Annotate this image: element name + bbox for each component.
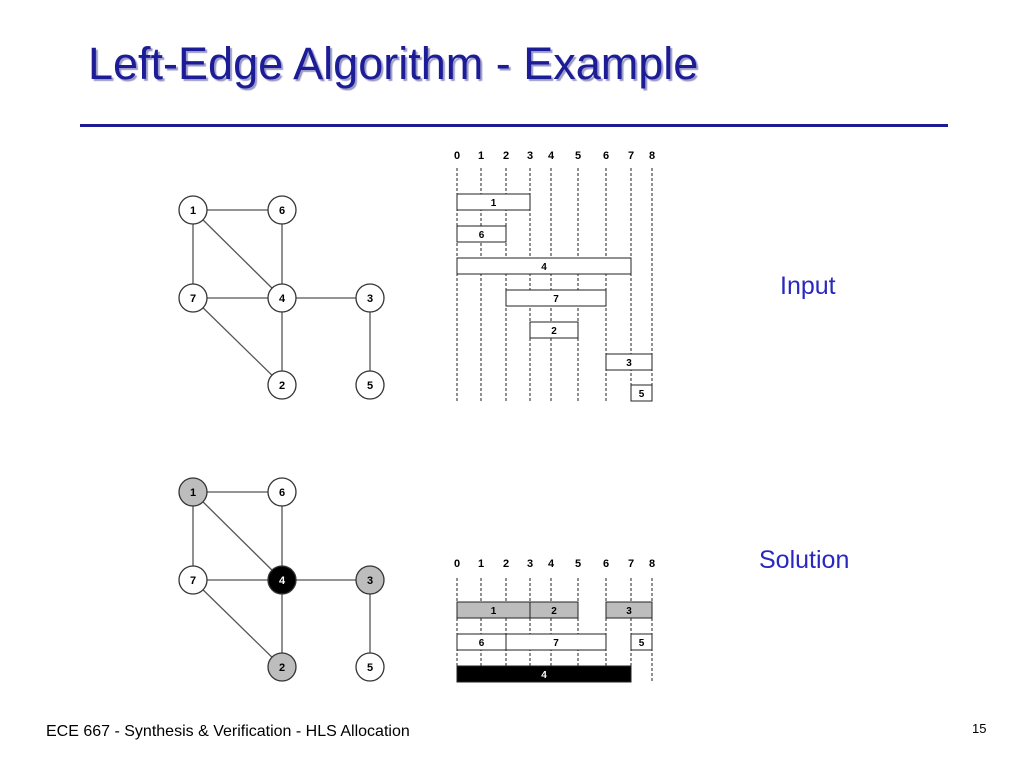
- solution-interval-tick-1: 1: [478, 558, 484, 570]
- solution-interval-bar-label-4: 4: [541, 670, 547, 681]
- solution-graph-node-7: [178, 565, 208, 595]
- input-interval-tick-0: 0: [454, 150, 460, 162]
- input-interval-bar-label-6: 6: [479, 230, 485, 241]
- input-interval-bar-4: [456, 257, 632, 275]
- solution-graph-node-1: [178, 477, 208, 507]
- input-interval-bar-label-3: 3: [626, 358, 632, 369]
- input-interval-bar-label-5: 5: [639, 389, 645, 400]
- input-interval-tick-3: 3: [527, 150, 533, 162]
- input-interval-bar-label-4: 4: [541, 262, 547, 273]
- solution-interval-tick-0: 0: [454, 558, 460, 570]
- solution-interval-bar-label-2: 2: [551, 606, 557, 617]
- input-interval-bar-2: [529, 321, 579, 339]
- solution-interval-bar-7: [505, 633, 607, 651]
- solution-graph-node-6: [267, 477, 297, 507]
- input-graph-node-1: [178, 195, 208, 225]
- solution-interval-bar-label-6: 6: [479, 638, 485, 649]
- input-interval-tick-7: 7: [628, 150, 634, 162]
- input-graph-edge-1-4: [192, 209, 283, 299]
- page-number: 15: [972, 721, 987, 736]
- input-interval-bar-label-2: 2: [551, 326, 557, 337]
- input-graph-node-5: [355, 370, 385, 400]
- input-graph-edge-7-2: [192, 297, 283, 386]
- input-graph-node-7: [178, 283, 208, 313]
- input-interval-tick-5: 5: [575, 150, 581, 162]
- input-graph-node-6: [267, 195, 297, 225]
- input-graph-node-4: [267, 283, 297, 313]
- solution-interval-bar-4: [456, 665, 632, 683]
- solution-interval-tick-5: 5: [575, 558, 581, 570]
- solution-interval-bar-5: [630, 633, 653, 651]
- solution-graph-node-label-2: 2: [279, 662, 285, 674]
- input-interval-bar-3: [605, 353, 653, 371]
- solution-graph-edge-1-4: [192, 491, 283, 581]
- solution-interval-tick-4: 4: [548, 558, 555, 570]
- input-interval-bar-5: [630, 384, 653, 402]
- input-interval-bar-6: [456, 225, 507, 243]
- solution-interval-bar-label-3: 3: [626, 606, 632, 617]
- input-graph-node-label-5: 5: [367, 380, 373, 392]
- input-graph-node-label-7: 7: [190, 293, 196, 305]
- input-interval-bar-label-7: 7: [553, 294, 559, 305]
- input-interval-tick-6: 6: [603, 150, 609, 162]
- input-graph-node-2: [267, 370, 297, 400]
- footer-text: ECE 667 - Synthesis & Verification - HLS…: [46, 723, 410, 740]
- input-graph-node-label-2: 2: [279, 380, 285, 392]
- solution-interval-tick-3: 3: [527, 558, 533, 570]
- solution-graph-node-label-1: 1: [190, 487, 196, 499]
- input-interval-tick-4: 4: [548, 150, 555, 162]
- solution-graph-node-label-7: 7: [190, 575, 196, 587]
- solution-graph-node-3: [355, 565, 385, 595]
- solution-interval-bar-3: [605, 601, 653, 619]
- solution-graph-node-label-6: 6: [279, 487, 285, 499]
- input-interval-bar-1: [456, 193, 531, 211]
- solution-interval-tick-6: 6: [603, 558, 609, 570]
- input-interval-bar-7: [505, 289, 607, 307]
- input-graph-node-label-4: 4: [279, 293, 286, 305]
- solution-interval-bar-label-5: 5: [639, 638, 645, 649]
- input-interval-tick-2: 2: [503, 150, 509, 162]
- input-label: Input: [780, 272, 836, 300]
- solution-graph-node-label-3: 3: [367, 575, 373, 587]
- solution-interval-bar-label-1: 1: [491, 606, 497, 617]
- input-graph-node-label-1: 1: [190, 205, 196, 217]
- solution-label: Solution: [759, 546, 850, 574]
- solution-interval-tick-2: 2: [503, 558, 509, 570]
- solution-graph-node-4: [267, 565, 297, 595]
- solution-graph-node-label-4: 4: [279, 575, 286, 587]
- input-graph-node-label-6: 6: [279, 205, 285, 217]
- solution-interval-bar-label-7: 7: [553, 638, 559, 649]
- input-interval-tick-1: 1: [478, 150, 484, 162]
- solution-graph-node-5: [355, 652, 385, 682]
- solution-interval-bar-2: [529, 601, 579, 619]
- solution-graph-edge-7-2: [192, 579, 283, 668]
- solution-graph-node-label-5: 5: [367, 662, 373, 674]
- input-graph-node-3: [355, 283, 385, 313]
- solution-interval-tick-8: 8: [649, 558, 655, 570]
- input-interval-tick-8: 8: [649, 150, 655, 162]
- input-graph-node-label-3: 3: [367, 293, 373, 305]
- slide-title: Left-Edge Algorithm - Example: [88, 38, 699, 89]
- title-underline: [80, 124, 948, 127]
- solution-graph-node-2: [267, 652, 297, 682]
- input-interval-bar-label-1: 1: [491, 198, 497, 209]
- solution-interval-tick-7: 7: [628, 558, 634, 570]
